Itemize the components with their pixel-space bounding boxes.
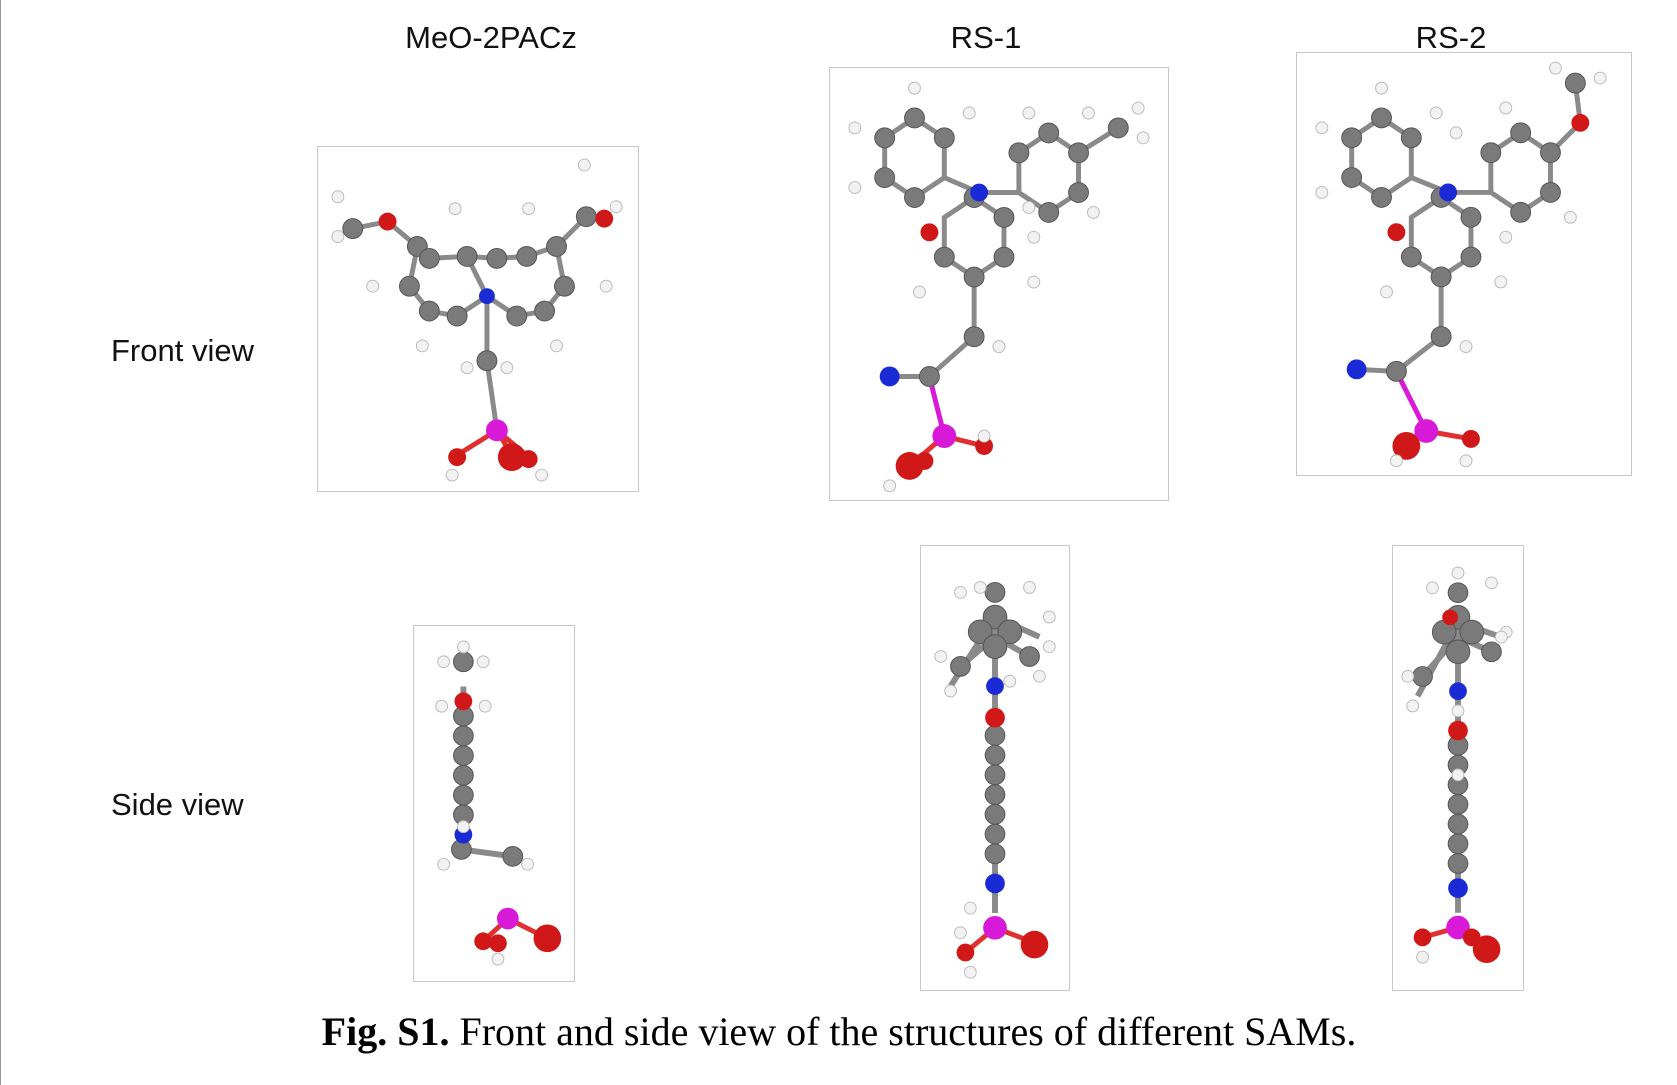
- column-header-rs2: RS-2: [1415, 20, 1487, 55]
- row-label-front: Front view: [111, 333, 254, 368]
- figure-caption: Fig. S1. Front and side view of the stru…: [1, 1008, 1677, 1055]
- figure-caption-text: Front and side view of the structures of…: [449, 1009, 1357, 1054]
- molecule-side-meo2pacz-image: [435, 640, 562, 966]
- molecule-side-rs1-image: [934, 581, 1056, 979]
- molecule-side-rs2: [1392, 545, 1524, 991]
- molecule-front-meo2pacz-image: [331, 158, 623, 482]
- column-header-rs1: RS-1: [950, 20, 1022, 55]
- column-header-meo2pacz: MeO-2PACz: [405, 20, 577, 55]
- molecule-front-rs2-image: [1315, 61, 1607, 468]
- molecule-front-rs2: [1296, 52, 1632, 476]
- molecule-side-rs2-image: [1401, 566, 1513, 964]
- molecule-front-rs1: [829, 67, 1169, 501]
- molecule-side-rs1: [920, 545, 1070, 991]
- molecule-front-meo2pacz: [317, 146, 639, 492]
- molecule-front-rs1-image: [848, 81, 1150, 493]
- figure-caption-label: Fig. S1.: [321, 1009, 450, 1054]
- molecule-side-meo2pacz: [413, 625, 575, 982]
- row-label-side: Side view: [111, 787, 244, 822]
